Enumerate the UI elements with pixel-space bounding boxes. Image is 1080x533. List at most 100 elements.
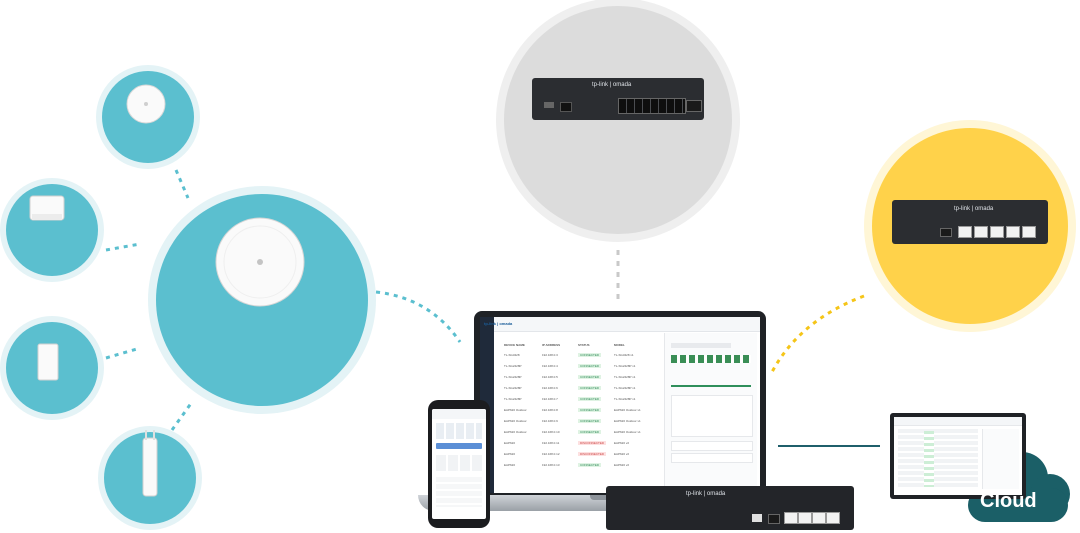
port-status-row <box>671 355 751 363</box>
table-cell: 192.168.0.13 <box>542 463 560 467</box>
table-cell: TL-SG2428P v1 <box>614 386 636 390</box>
phone-app-tab <box>436 443 482 449</box>
table-cell: TL-SG2428P v1 <box>614 375 636 379</box>
device-detail-panel <box>664 333 757 489</box>
table-cell: 192.168.0.3 <box>542 353 558 357</box>
detail-tab-indicator <box>671 385 751 387</box>
monitor-detail-panel <box>982 429 1019 489</box>
dashboard-topbar <box>494 317 760 332</box>
connector-ap-laptop <box>375 290 462 343</box>
omada-gateway-bottom: tp-link | omada <box>606 486 854 530</box>
table-cell: 192.168.0.4 <box>542 364 558 368</box>
table-cell: CONNECTED <box>578 419 602 423</box>
table-cell: TL-SG2428P <box>504 397 522 401</box>
gateway-top-sfp-port <box>940 228 952 237</box>
table-cell: CONNECTED <box>578 408 602 412</box>
table-cell: 192.168.0.7 <box>542 397 558 401</box>
gateway-top-port-1 <box>958 226 972 238</box>
table-cell: TL-SG2428P <box>504 375 522 379</box>
connector-ap-top <box>174 169 190 199</box>
detail-header <box>671 343 731 348</box>
ap-circle-main <box>148 186 376 414</box>
table-cell: 192.168.0.12 <box>542 452 560 456</box>
table-cell: CONNECTED <box>578 397 602 401</box>
table-header-3: MODEL <box>614 343 625 347</box>
table-cell: EAP620 v2 <box>614 452 630 456</box>
table-cell: EAP620 Outdoor <box>504 419 527 423</box>
table-cell: 192.168.0.11 <box>542 441 560 445</box>
gateway-bottom-console-port <box>752 514 762 522</box>
omada-gateway-top: tp-link | omada <box>892 200 1048 244</box>
table-cell: 192.168.0.10 <box>542 430 560 434</box>
switch-port-bank <box>618 98 686 114</box>
table-cell: TL-SG2428P v1 <box>614 364 636 368</box>
table-cell: EAP620 Outdoor v1 <box>614 408 641 412</box>
table-cell: CONNECTED <box>578 386 602 390</box>
gateway-bottom-brand: tp-link | omada <box>686 491 726 497</box>
outdoor-access-point-icon <box>142 437 158 497</box>
table-cell: CONNECTED <box>578 364 602 368</box>
table-cell: EAP620 Outdoor <box>504 430 527 434</box>
connector-ap-wall <box>105 242 141 252</box>
phone-app-tiles <box>436 423 482 439</box>
table-cell: CONNECTED <box>578 430 602 434</box>
monitor-topbar <box>894 417 1022 426</box>
table-cell: EAP620 v2 <box>614 463 630 467</box>
gateway-bottom-port-4 <box>826 512 840 524</box>
table-cell: EAP620 <box>504 441 516 445</box>
switch-circle <box>496 0 740 242</box>
table-header-0: DEVICE NAME <box>504 343 525 347</box>
gateway-bottom-port-1 <box>784 512 798 524</box>
phone-app-list <box>436 477 482 507</box>
ap-circle-top <box>96 65 200 169</box>
connector-ap-outdoor <box>170 401 194 431</box>
connector-ap-plate <box>105 346 141 360</box>
table-cell: EAP620 Outdoor <box>504 408 527 412</box>
monitor-status-column <box>924 431 934 487</box>
table-cell: 192.168.0.8 <box>542 408 558 412</box>
switch-console-port <box>544 102 554 108</box>
dashboard-logo: tp-link | omada <box>484 321 513 326</box>
gateway-top-port-4 <box>1006 226 1020 238</box>
table-cell: EAP620 v2 <box>614 441 630 445</box>
table-cell: 192.168.0.6 <box>542 386 558 390</box>
gateway-top-port-5 <box>1022 226 1036 238</box>
table-cell: TL-SG2428P <box>504 386 522 390</box>
gateway-bottom-sfp-port <box>768 514 780 524</box>
table-header-2: STATUS <box>578 343 590 347</box>
table-cell: TL-SG3428 <box>504 353 520 357</box>
phone-app-header <box>432 409 486 419</box>
cloud-label: Cloud <box>980 490 1037 512</box>
table-cell: EAP620 <box>504 452 516 456</box>
table-cell: 192.168.0.5 <box>542 375 558 379</box>
gateway-top-port-2 <box>974 226 988 238</box>
gateway-bottom-port-2 <box>798 512 812 524</box>
table-cell: CONNECTED <box>578 353 602 357</box>
detail-section-1 <box>671 441 753 451</box>
table-cell: DISCONNECTED <box>578 452 607 456</box>
table-cell: 192.168.0.9 <box>542 419 558 423</box>
table-cell: TL-SG2428P <box>504 364 522 368</box>
table-cell: CONNECTED <box>578 375 602 379</box>
table-cell: TL-SG3428 v1 <box>614 353 634 357</box>
table-cell: CONNECTED <box>578 463 602 467</box>
wall-plate-access-point-icon <box>37 343 59 381</box>
gateway-top-port-3 <box>990 226 1004 238</box>
table-cell: EAP620 Outdoor v1 <box>614 419 641 423</box>
ap-circle-wall <box>0 178 104 282</box>
switch-brand: tp-link | omada <box>592 82 632 88</box>
switch-sfp-ports <box>686 100 702 112</box>
gateway-top-brand: tp-link | omada <box>954 206 994 212</box>
ap-circle-plate <box>0 316 104 420</box>
switch-uplink-port <box>560 102 572 112</box>
omada-switch: tp-link | omada <box>532 78 704 120</box>
table-cell: EAP620 <box>504 463 516 467</box>
monitor-device-list <box>898 429 978 489</box>
ap-circle-outdoor <box>98 426 202 530</box>
monitor-dashboard <box>894 417 1022 495</box>
detail-section-2 <box>671 453 753 463</box>
